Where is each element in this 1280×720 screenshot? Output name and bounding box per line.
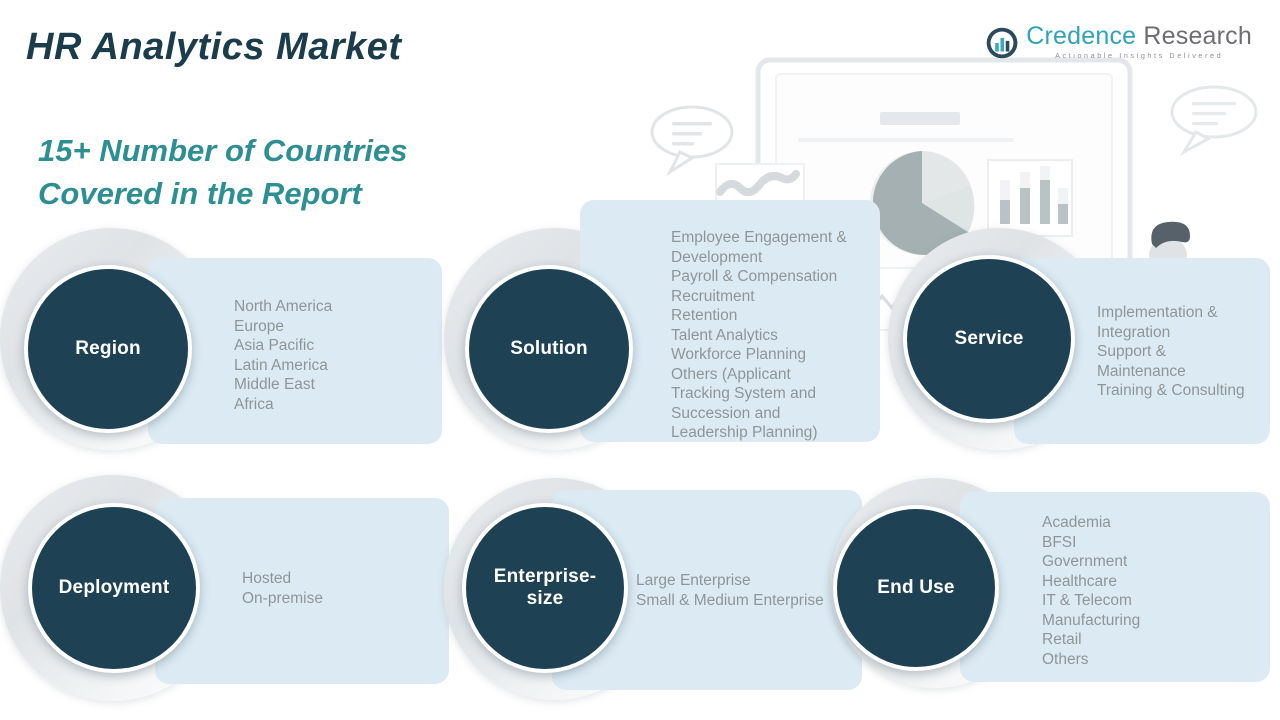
credence-bar-chart-circle-logo — [986, 27, 1018, 59]
segment-circle-deployment[interactable]: Deployment — [28, 503, 200, 673]
speech-bubble-left — [650, 105, 734, 177]
page-title: HR Analytics Market — [26, 26, 402, 68]
segment-circle-service[interactable]: Service — [903, 255, 1075, 423]
segment-panel-end-use — [960, 492, 1270, 682]
brand-logo[interactable]: Credence Research Actionable Insights De… — [985, 24, 1252, 60]
whiteboard-title-bar — [880, 112, 960, 125]
segment-circle-end-use[interactable]: End Use — [833, 505, 999, 671]
segment-circle-enterprise-size[interactable]: Enterprise- size — [462, 503, 628, 673]
segment-panel-region — [148, 258, 442, 444]
segment-label-deployment: Deployment — [58, 576, 170, 598]
segment-label-region: Region — [75, 337, 141, 359]
segment-items-end-use: Academia BFSI Government Healthcare IT &… — [1042, 514, 1141, 668]
segment-label-enterprise-size: Enterprise- size — [493, 565, 597, 609]
segment-items-region: North America Europe Asia Pacific Latin … — [234, 298, 333, 413]
segment-panel-deployment — [155, 498, 449, 684]
segment-circle-region[interactable]: Region — [24, 265, 192, 433]
logo-brand-secondary: Research — [1136, 22, 1252, 50]
segment-items-enterprise-size: Large Enterprise Small & Medium Enterpri… — [636, 572, 824, 609]
bar-chart-card — [987, 159, 1073, 237]
page-subtitle: 15+ Number of Countries Covered in the R… — [38, 133, 408, 211]
segment-items-solution: Employee Engagement & Development Payrol… — [671, 229, 847, 442]
speech-bubble-right — [1170, 85, 1258, 156]
segment-label-end-use: End Use — [877, 576, 955, 598]
segment-label-service: Service — [954, 327, 1024, 349]
logo-brand-primary: Credence — [1026, 22, 1137, 50]
segment-circle-solution[interactable]: Solution — [465, 265, 633, 433]
segment-items-service: Implementation & Integration Support & M… — [1097, 304, 1245, 400]
logo-tagline: Actionable Insights Delivered — [1055, 51, 1224, 60]
segment-label-solution: Solution — [510, 337, 588, 359]
segment-items-deployment: Hosted On-premise — [242, 570, 323, 607]
